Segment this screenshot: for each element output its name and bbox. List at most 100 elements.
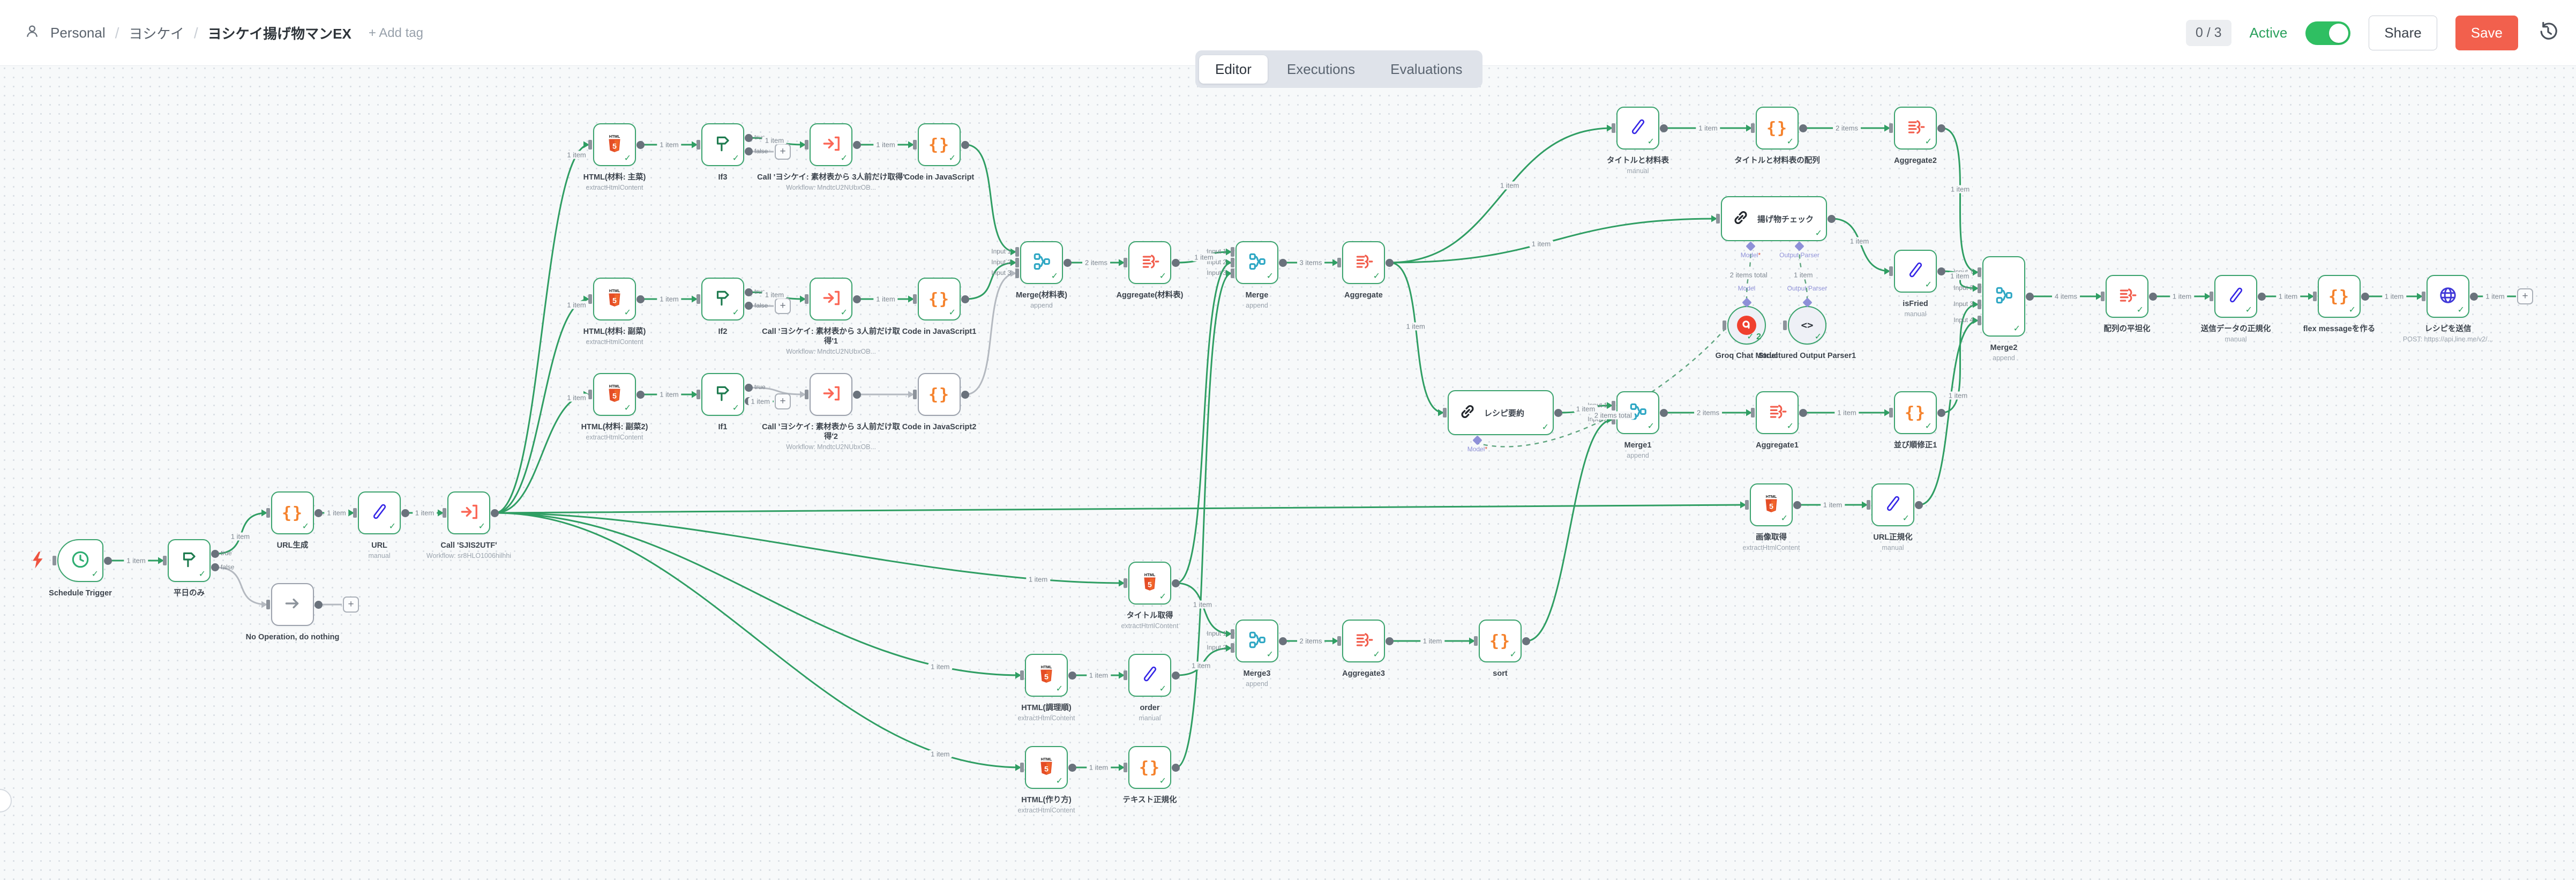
output-port[interactable]	[853, 295, 861, 303]
output-port[interactable]	[1828, 214, 1836, 223]
input-port[interactable]	[805, 140, 808, 150]
node-parser1[interactable]: <>✓	[1788, 306, 1826, 345]
input-port[interactable]	[1978, 316, 1981, 325]
input-port[interactable]	[588, 390, 592, 399]
node-agg3[interactable]: ✓	[1342, 620, 1385, 662]
input-port[interactable]	[1751, 123, 1755, 133]
edge[interactable]	[495, 504, 1747, 514]
output-port[interactable]	[2258, 292, 2266, 301]
input-port[interactable]	[1337, 636, 1341, 646]
input-port[interactable]	[1337, 258, 1341, 267]
breadcrumb-folder[interactable]: ヨシケイ	[129, 26, 184, 42]
node-set_urlnorm[interactable]: ✓	[1871, 483, 1914, 526]
output-port[interactable]	[1660, 124, 1668, 132]
breadcrumb-project[interactable]: Personal	[50, 25, 106, 41]
input-port[interactable]	[1978, 284, 1981, 293]
input-port[interactable]	[1020, 763, 1024, 772]
output-port[interactable]	[491, 509, 499, 517]
input-port[interactable]	[266, 600, 270, 609]
output-port[interactable]	[1068, 671, 1076, 680]
output-port[interactable]	[745, 383, 753, 392]
edge[interactable]	[965, 272, 1017, 396]
node-sched[interactable]: ✓	[57, 539, 103, 582]
input-port[interactable]	[1231, 258, 1234, 267]
save-button[interactable]: Save	[2455, 16, 2518, 50]
node-http_send[interactable]: ✓	[2427, 275, 2469, 318]
output-port[interactable]	[401, 509, 409, 517]
edge[interactable]	[1941, 303, 1979, 414]
edge[interactable]	[215, 566, 268, 606]
edge[interactable]	[1175, 262, 1232, 584]
edge[interactable]	[965, 144, 1017, 253]
node-set_titletable[interactable]: ✓	[1616, 107, 1659, 150]
node-code_js[interactable]: {}✓	[918, 123, 961, 166]
output-port[interactable]	[2361, 292, 2369, 301]
node-code_orderfix[interactable]: {}✓	[1894, 391, 1937, 434]
input-port[interactable]	[53, 556, 56, 565]
input-port[interactable]	[163, 556, 167, 565]
input-port[interactable]	[1978, 267, 1981, 277]
input-port[interactable]	[1015, 269, 1019, 278]
input-port[interactable]	[1889, 123, 1893, 133]
output-port[interactable]	[961, 295, 969, 303]
input-port[interactable]	[1978, 300, 1981, 309]
output-port[interactable]	[1522, 637, 1530, 645]
input-port[interactable]	[805, 390, 808, 399]
tab-editor[interactable]: Editor	[1199, 55, 1268, 84]
output-port[interactable]	[1915, 501, 1923, 509]
node-merge_m[interactable]: ✓	[1235, 241, 1278, 284]
input-port[interactable]	[1612, 415, 1615, 425]
add-node-plus-button[interactable]: +	[775, 393, 791, 409]
node-chain_fried[interactable]: 揚げ物チェック✓	[1721, 196, 1827, 241]
node-agg1[interactable]: ✓	[1756, 391, 1799, 434]
input-port[interactable]	[1716, 214, 1720, 223]
output-port[interactable]	[1793, 501, 1801, 509]
output-port[interactable]	[1799, 124, 1807, 132]
output-port[interactable]	[1386, 637, 1394, 645]
node-call_sjis[interactable]: ✓	[447, 491, 490, 534]
node-call_3a[interactable]: ✓	[810, 123, 852, 166]
output-port[interactable]	[1172, 579, 1180, 587]
edge[interactable]	[495, 144, 590, 514]
output-port[interactable]	[1386, 258, 1394, 267]
node-groq[interactable]: ✓ 2	[1727, 306, 1766, 345]
input-port[interactable]	[588, 294, 592, 304]
input-port[interactable]	[266, 508, 270, 518]
output-port[interactable]	[1172, 258, 1180, 267]
input-port[interactable]	[1474, 636, 1478, 646]
input-port[interactable]	[1745, 500, 1749, 510]
output-port[interactable]	[314, 600, 323, 609]
add-node-plus-button[interactable]: +	[343, 596, 359, 613]
input-port[interactable]	[913, 140, 917, 150]
input-port[interactable]	[1124, 578, 1127, 588]
node-merge_z[interactable]: ✓	[1020, 241, 1063, 284]
output-port[interactable]	[1937, 267, 1945, 275]
add-tag-button[interactable]: + Add tag	[368, 25, 423, 40]
node-isfried[interactable]: ✓	[1894, 250, 1937, 293]
output-port[interactable]	[1172, 763, 1180, 772]
output-port[interactable]	[1064, 258, 1072, 267]
output-port[interactable]	[745, 302, 753, 310]
input-port[interactable]	[1020, 670, 1024, 680]
add-node-plus-button[interactable]: +	[775, 144, 791, 160]
edge[interactable]	[495, 298, 590, 514]
input-port[interactable]	[1124, 763, 1127, 772]
input-port[interactable]	[1231, 269, 1234, 278]
node-if_wd[interactable]: ✓	[168, 539, 211, 582]
input-port[interactable]	[1751, 408, 1755, 417]
output-port[interactable]	[853, 140, 861, 149]
input-port[interactable]	[697, 140, 700, 150]
share-button[interactable]: Share	[2369, 16, 2437, 50]
output-port[interactable]	[104, 556, 112, 565]
edge[interactable]	[748, 386, 806, 396]
output-port[interactable]	[2149, 292, 2157, 301]
edge[interactable]	[495, 393, 590, 514]
node-if3[interactable]: ✓	[701, 123, 744, 166]
tab-executions[interactable]: Executions	[1286, 61, 1356, 77]
output-port[interactable]	[853, 390, 861, 399]
edge[interactable]	[495, 512, 1125, 584]
output-port[interactable]	[636, 295, 645, 303]
